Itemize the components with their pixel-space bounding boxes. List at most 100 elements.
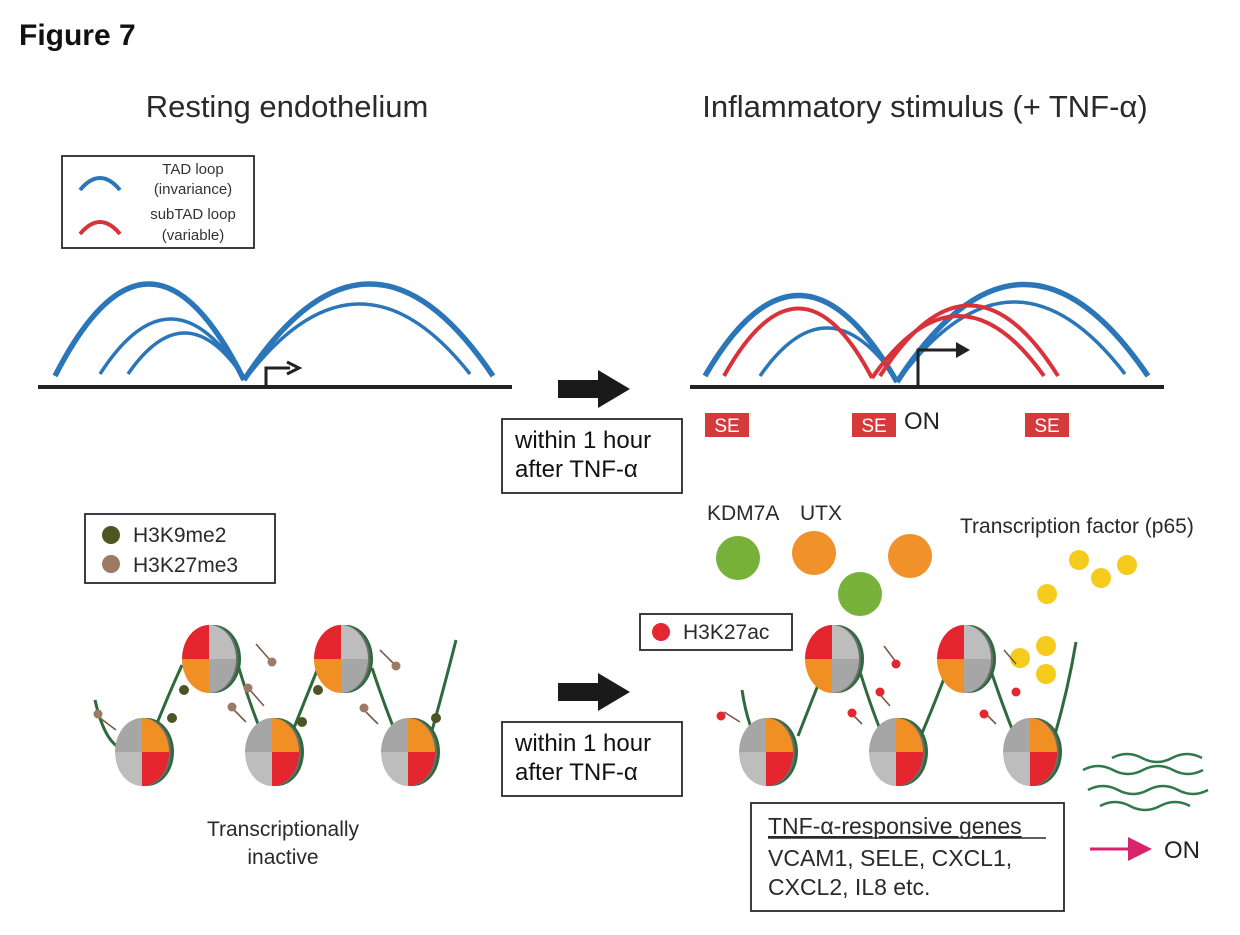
se-label-3: SE <box>1034 416 1059 437</box>
inactive-nucleosome-array <box>93 625 458 786</box>
p65-protein <box>1069 550 1089 570</box>
time-box-top: within 1 hour after TNF-α <box>501 418 683 494</box>
active-nucleosome-top-1 <box>805 625 864 693</box>
kdm7a-label: KDM7A <box>707 502 779 525</box>
tad-loop-sublabel: (invariance) <box>154 181 232 198</box>
histone-mark-legend: H3K9me2 H3K27me3 <box>84 513 276 584</box>
left-heading: Resting endothelium <box>146 89 429 124</box>
inactive-label-line1: Transcriptionally <box>207 818 360 841</box>
genes-box-frame <box>750 802 1065 912</box>
stimulated-tss-arrow <box>916 348 960 386</box>
se-label-1: SE <box>714 416 739 437</box>
genes-title: TNF-α-responsive genes <box>768 813 1022 839</box>
p65-protein <box>1091 568 1111 588</box>
genes-line2: CXCL2, IL8 etc. <box>768 874 930 900</box>
genes-line1: VCAM1, SELE, CXCL1, <box>768 845 1012 871</box>
active-linker-dna <box>740 641 1078 749</box>
time-box-bottom-frame <box>501 721 683 797</box>
h3k27me3-label: H3K27me3 <box>133 554 238 577</box>
h3k27ac-mark <box>891 659 901 669</box>
h3k27ac-mark <box>979 709 989 719</box>
p65-protein <box>1010 648 1030 668</box>
subtad-loop-swatch <box>78 220 122 236</box>
p65-protein <box>1036 664 1056 684</box>
kdm7a-protein <box>716 536 760 580</box>
resting-loop-diagram <box>38 281 512 389</box>
subtad-loop-label: subTAD loop <box>150 206 236 223</box>
mrna-line <box>1082 764 1204 776</box>
h3k9me2-mark <box>167 713 177 723</box>
tad-loop-swatch <box>78 176 122 192</box>
resting-tad-loop-right <box>241 281 496 382</box>
super-enhancer-1: SE <box>705 413 749 437</box>
time-box-top-line2: after TNF-α <box>515 456 638 483</box>
active-nucleosome-top-2 <box>937 625 996 693</box>
right-heading: Inflammatory stimulus (+ TNF-α) <box>702 89 1147 124</box>
resting-tad-loop-left <box>52 281 247 382</box>
mrna-line <box>1087 784 1209 796</box>
h3k27me3-mark <box>359 703 369 713</box>
active-nucleosome-bottom-2 <box>869 718 928 786</box>
on-label-top: ON <box>904 408 940 435</box>
stimulated-inner-loop-right <box>898 300 1127 380</box>
se-label-2: SE <box>861 416 886 437</box>
transition-arrow-top <box>558 370 630 408</box>
mrna-line <box>1111 752 1203 764</box>
utx-label: UTX <box>800 502 842 525</box>
time-box-bottom-line1: within 1 hour <box>514 730 651 757</box>
subtad-loop-1 <box>722 306 874 379</box>
resting-inner-loop-left-a <box>98 317 246 379</box>
inactive-nucleosome-bottom-2 <box>245 718 304 786</box>
resting-tss-arrow <box>264 366 290 386</box>
inactive-nucleosome-bottom-1 <box>115 718 174 786</box>
utx-protein <box>888 534 932 578</box>
loop-legend-box <box>61 155 255 249</box>
h3k27ac-label: H3K27ac <box>683 621 769 644</box>
subtad-loop-2 <box>870 314 1046 380</box>
h3k27ac-mark <box>875 687 885 697</box>
time-box-bottom: within 1 hour after TNF-α <box>501 721 683 797</box>
h3k9me2-mark <box>297 717 307 727</box>
on-label-bottom: ON <box>1164 837 1200 864</box>
stimulated-loop-diagram <box>690 281 1164 389</box>
stimulated-tad-loop-left <box>702 292 900 384</box>
h3k27me3-mark <box>267 657 277 667</box>
h3k9me2-label: H3K9me2 <box>133 524 226 547</box>
h3k27me3-mark <box>227 702 237 712</box>
resting-inner-loop-right <box>244 302 472 380</box>
subtad-loop-3 <box>878 303 1060 378</box>
tnf-responsive-genes-box: TNF-α-responsive genes VCAM1, SELE, CXCL… <box>750 802 1065 912</box>
tf-label: Transcription factor (p65) <box>960 515 1194 538</box>
h3k27me3-mark <box>243 683 253 693</box>
super-enhancer-3: SE <box>1025 413 1069 437</box>
super-enhancer-2: SE <box>852 413 896 437</box>
inactive-nucleosome-bottom-3 <box>381 718 440 786</box>
active-nucleosome-bottom-1 <box>739 718 798 786</box>
inactive-label-line2: inactive <box>247 846 318 869</box>
inactive-nucleosome-top-2 <box>314 625 373 693</box>
time-box-bottom-line2: after TNF-α <box>515 759 638 786</box>
stimulated-inner-loop-left <box>758 326 899 381</box>
subtad-loop-sublabel: (variable) <box>162 227 225 244</box>
resting-inner-loop-left-b <box>126 331 246 379</box>
h3k27me3-swatch <box>102 555 120 573</box>
time-box-top-frame <box>501 418 683 494</box>
inactive-nucleosome-top-1 <box>182 625 241 693</box>
stimulated-tss-arrowhead <box>956 342 970 358</box>
histone-legend-box <box>84 513 276 584</box>
p65-factors <box>1010 550 1137 684</box>
transition-arrow-bottom <box>558 673 630 711</box>
utx-protein <box>792 531 836 575</box>
p65-protein <box>1037 584 1057 604</box>
active-nucleosome-array <box>716 625 1078 786</box>
active-nucleosome-bottom-3 <box>1003 718 1062 786</box>
h3k9me2-mark <box>179 685 189 695</box>
p65-protein <box>1117 555 1137 575</box>
kdm7a-protein <box>838 572 882 616</box>
mrna-transcripts <box>1082 752 1209 812</box>
h3k9me2-mark <box>431 713 441 723</box>
p65-protein <box>1036 636 1056 656</box>
h3k9me2-swatch <box>102 526 120 544</box>
loop-legend: TAD loop (invariance) subTAD loop (varia… <box>61 155 255 249</box>
